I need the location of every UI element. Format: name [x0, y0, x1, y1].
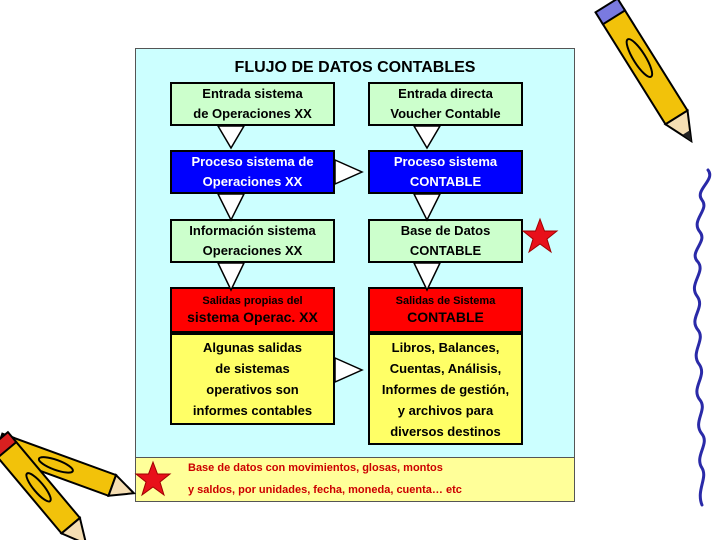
box-line: Salidas propias del: [202, 295, 303, 307]
box-line: Voucher Contable: [390, 106, 501, 121]
pencil-icon: [0, 430, 88, 540]
box-line: Cuentas, Análisis,: [389, 360, 502, 376]
legend-line-2: y saldos, por unidades, fecha, moneda, c…: [188, 484, 462, 496]
arrow-right-icon: [334, 356, 364, 384]
box-line: Informes de gestión,: [381, 381, 510, 397]
box-line: de Operaciones XX: [193, 106, 312, 121]
box-salidas-propias-header: Salidas propias del sistema Operac. XX: [170, 287, 335, 333]
box-line: Libros, Balances,: [391, 339, 500, 355]
box-salidas-propias-body: Algunas salidas de sistemas operativos s…: [170, 333, 335, 425]
arrow-down-icon: [216, 193, 246, 222]
box-line: Entrada sistema: [202, 86, 303, 101]
diagram-title: FLUJO DE DATOS CONTABLES: [234, 59, 476, 76]
box-proceso-contable: Proceso sistema CONTABLE: [368, 150, 523, 194]
box-line: Operaciones XX: [202, 174, 303, 189]
arrow-right-icon: [334, 158, 364, 186]
box-salidas-sistema-body: Libros, Balances, Cuentas, Análisis, Inf…: [368, 333, 523, 445]
box-line: sistema Operac. XX: [187, 309, 318, 325]
box-base-datos-contable: Base de Datos CONTABLE: [368, 219, 523, 263]
box-salidas-sistema-header: Salidas de Sistema CONTABLE: [368, 287, 523, 333]
pencil-icon: [594, 0, 693, 144]
box-line: Proceso sistema de: [191, 154, 314, 169]
box-informacion-operaciones: Información sistema Operaciones XX: [170, 219, 335, 263]
arrow-down-icon: [412, 125, 442, 150]
box-line: CONTABLE: [407, 309, 484, 325]
box-line: Base de Datos: [400, 223, 491, 238]
squiggle-line-icon: [692, 168, 712, 507]
box-line: informes contables: [192, 403, 313, 418]
star-icon: [134, 460, 172, 497]
arrow-down-icon: [412, 193, 442, 222]
legend-line-1: Base de datos con movimientos, glosas, m…: [188, 462, 443, 474]
box-entrada-directa: Entrada directa Voucher Contable: [368, 82, 523, 126]
box-line: Información sistema: [189, 223, 316, 238]
box-line: Entrada directa: [398, 86, 493, 101]
box-line: diversos destinos: [390, 423, 501, 439]
box-line: de sistemas: [215, 361, 290, 376]
box-entrada-operaciones: Entrada sistema de Operaciones XX: [170, 82, 335, 126]
box-line: Operaciones XX: [202, 243, 303, 258]
box-line: operativos son: [206, 382, 299, 397]
arrow-down-icon: [216, 125, 246, 150]
box-line: y archivos para: [397, 402, 494, 418]
box-line: CONTABLE: [409, 174, 482, 189]
arrow-down-icon: [412, 262, 442, 292]
box-line: Algunas salidas: [203, 340, 302, 355]
box-line: Proceso sistema: [393, 154, 498, 169]
arrow-down-icon: [216, 262, 246, 292]
box-proceso-operaciones: Proceso sistema de Operaciones XX: [170, 150, 335, 194]
box-line: CONTABLE: [409, 243, 482, 258]
legend-panel: [135, 457, 575, 502]
box-line: Salidas de Sistema: [395, 295, 496, 307]
star-icon: [521, 217, 559, 254]
